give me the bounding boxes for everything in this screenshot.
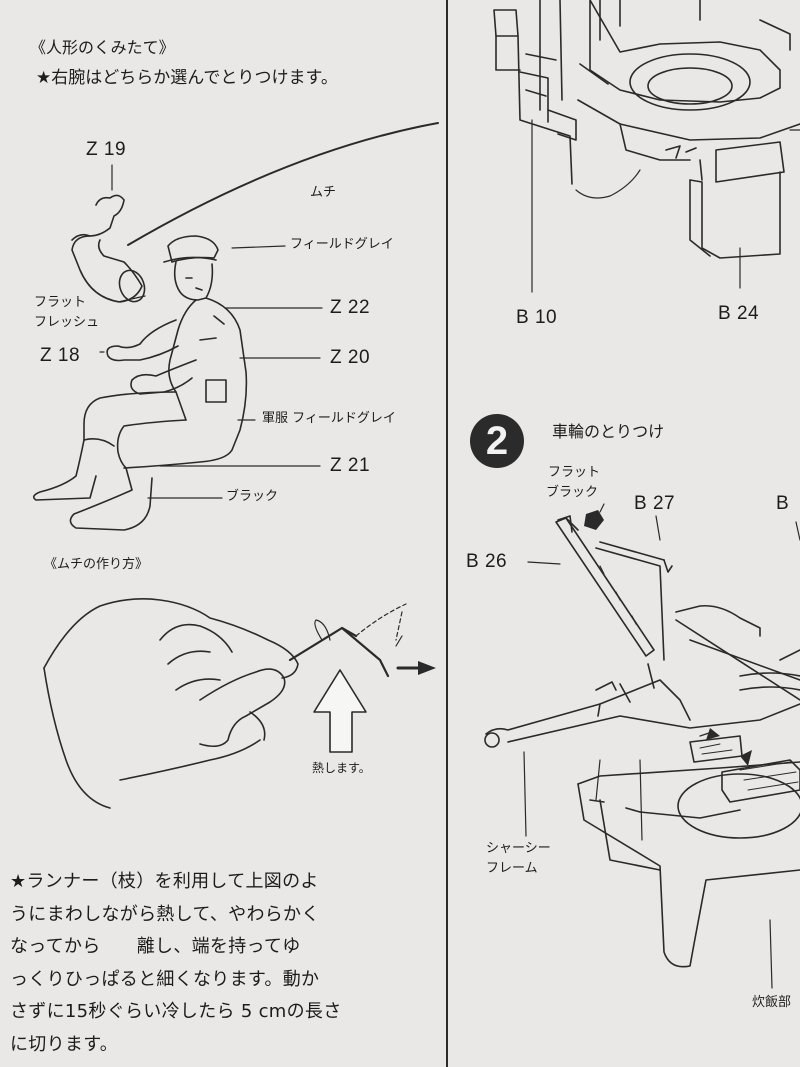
- callout-flat-black-line2: ブラック: [546, 485, 599, 500]
- hand-runner-drawing: [44, 599, 436, 808]
- paragraph-line: ★ランナー（枝）を利用して上図のよ: [10, 871, 319, 892]
- callout-field-grey: フィールドグレイ: [290, 237, 394, 252]
- callout-whip: ムチ: [310, 185, 337, 200]
- top-right-assembly-drawing: [494, 0, 800, 292]
- chassis-assembly-drawing: [485, 504, 800, 988]
- right-arm-note: ★右腕はどちらか選んでとりつけます。: [36, 68, 338, 88]
- part-label-b-cut: B: [776, 493, 790, 514]
- seated-figure-drawing: [34, 123, 438, 530]
- whip-instructions-paragraph: ★ランナー（枝）を利用して上図のよ うにまわしながら熱して、やわらかく なってか…: [10, 866, 440, 1061]
- part-label-z20: Z 20: [330, 347, 371, 368]
- part-label-b10: B 10: [516, 307, 558, 328]
- whip-howto-heading: 《ムチの作り方》: [44, 557, 149, 572]
- callout-black: ブラック: [226, 489, 279, 504]
- step2-title: 車輪のとりつけ: [552, 422, 665, 441]
- paragraph-line: うにまわしながら熱して、やわらかく: [10, 903, 320, 925]
- callout-chassis-line1: シャーシー: [486, 841, 551, 856]
- callout-flat-black-line1: フラット: [548, 465, 601, 480]
- part-label-z22: Z 22: [330, 297, 371, 318]
- paragraph-line: なってから 離し、端を持ってゆ: [10, 936, 301, 957]
- paragraph-line: さずに15秒ぐらい冷したら 5 cmの長さ: [10, 1001, 342, 1022]
- column-divider: [446, 0, 448, 1067]
- step-number-badge: 2: [470, 414, 524, 468]
- callout-cooker: 炊飯部: [752, 995, 792, 1010]
- part-label-b24: B 24: [718, 303, 760, 324]
- part-label-z18: Z 18: [40, 345, 81, 366]
- callout-uniform-field-grey: 軍服 フィールドグレイ: [262, 411, 396, 426]
- heat-label: 熱します。: [312, 761, 371, 775]
- part-label-z19: Z 19: [86, 139, 127, 160]
- paragraph-line: に切ります。: [10, 1033, 118, 1055]
- paragraph-line: っくりひっぱると細くなります。動か: [10, 968, 320, 990]
- part-label-z21: Z 21: [330, 455, 371, 476]
- part-label-b26: B 26: [466, 551, 508, 572]
- callout-flat-flesh-line1: フラット: [34, 295, 87, 310]
- part-label-b27: B 27: [634, 493, 676, 514]
- figure-assembly-heading: 《人形のくみたて》: [30, 38, 175, 57]
- callout-chassis-line2: フレーム: [486, 861, 538, 876]
- callout-flat-flesh-line2: フレッシュ: [34, 315, 100, 330]
